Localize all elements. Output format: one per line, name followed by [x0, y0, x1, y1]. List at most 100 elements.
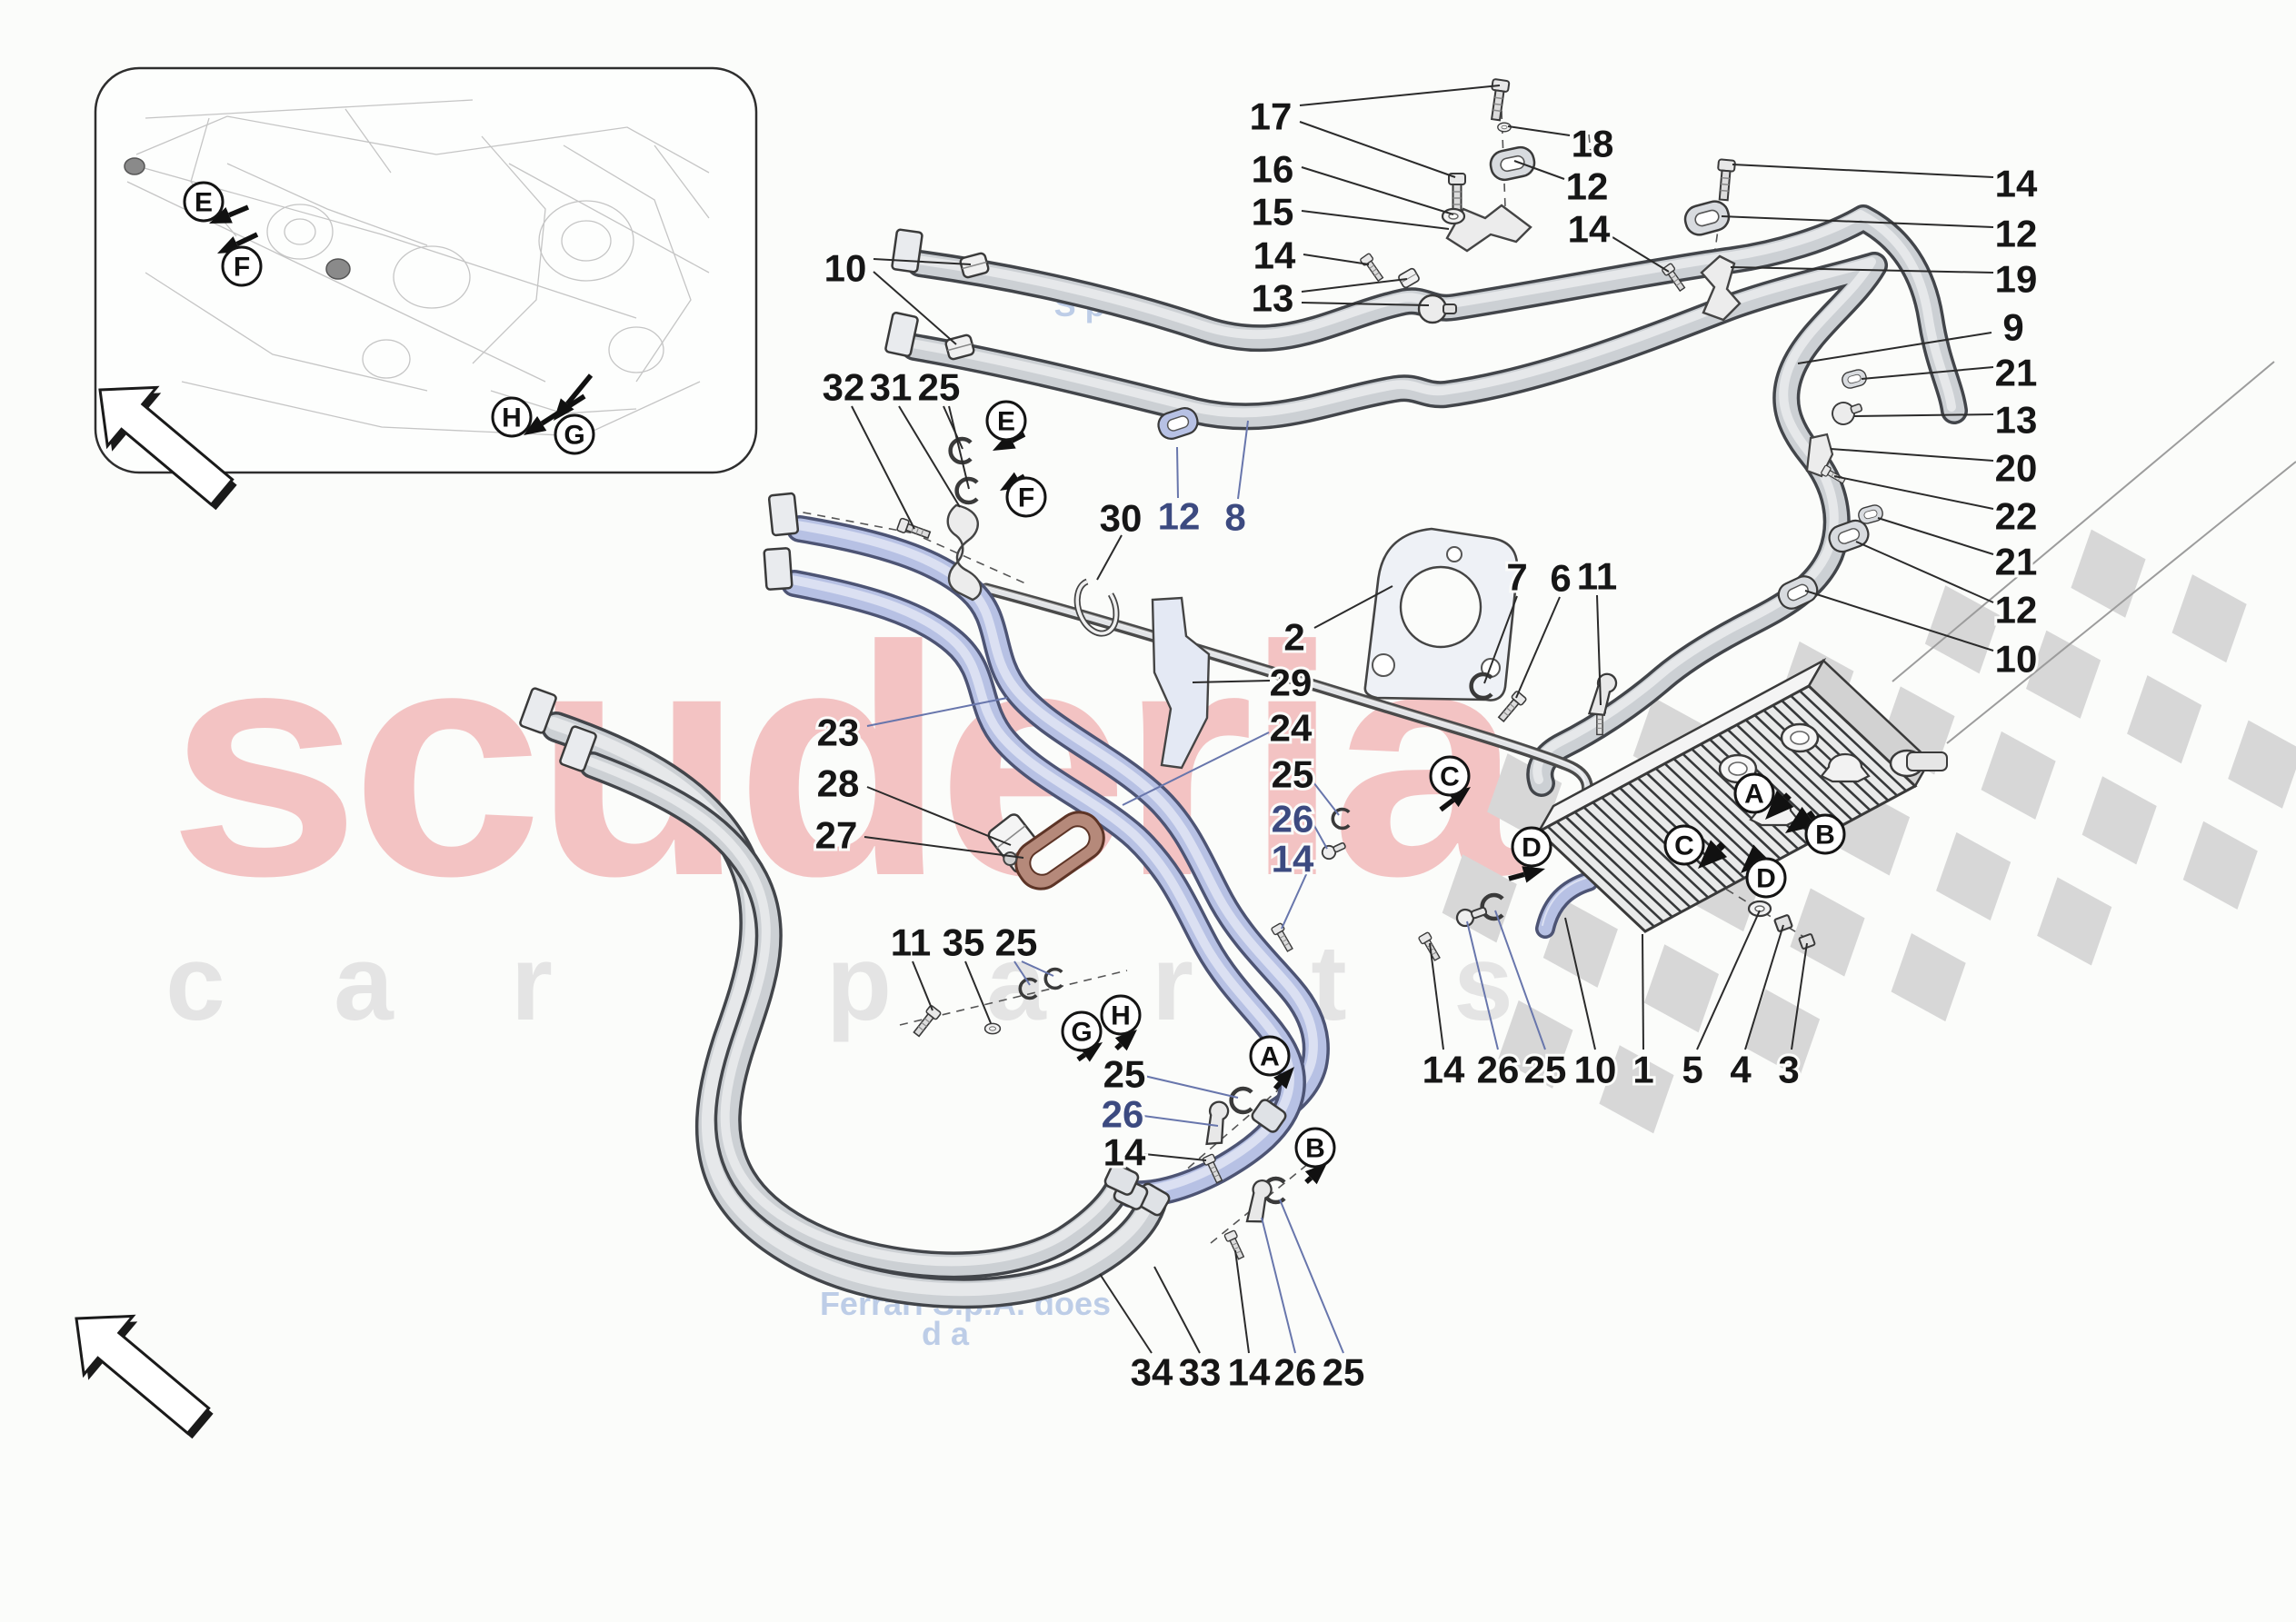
part-label-34[interactable]: 34	[1128, 1348, 1176, 1397]
part-label-27[interactable]: 27	[813, 811, 861, 860]
grommet	[1858, 504, 1883, 524]
part-label-9[interactable]: 9	[2000, 304, 2026, 352]
arrow-body	[75, 1314, 211, 1436]
cooler-fin	[1790, 694, 1899, 797]
part-label-1[interactable]: 1	[1630, 1046, 1656, 1094]
part-label-10[interactable]: 10	[1572, 1046, 1620, 1094]
bolt-thread	[1671, 274, 1677, 279]
leader-line	[1153, 1266, 1201, 1354]
leader-line	[1877, 517, 1994, 555]
part-label-31[interactable]: 31	[867, 363, 915, 412]
view-marker-letter: F	[1018, 483, 1034, 513]
view-marker-E: E	[985, 400, 1027, 451]
part-label-11[interactable]: 11	[888, 919, 933, 967]
part-label-33[interactable]: 33	[1176, 1348, 1224, 1397]
cooler-fin	[1564, 816, 1673, 918]
part-label-3[interactable]: 3	[1775, 1046, 1802, 1094]
cooler-fin	[1772, 704, 1881, 807]
part-label-25[interactable]: 25	[1269, 751, 1317, 799]
part-label-12[interactable]: 12	[1155, 493, 1203, 541]
part-label-21[interactable]: 21	[1992, 538, 2041, 586]
cooler-pipe-clamp	[1820, 752, 1871, 783]
view-arrow-shaft	[1076, 1052, 1086, 1062]
part-label-15[interactable]: 15	[1249, 188, 1297, 236]
sketch-line	[472, 135, 546, 364]
part-label-6[interactable]: 6	[1547, 554, 1573, 602]
part-label-25[interactable]: 25	[1101, 1050, 1149, 1099]
grommet-hole	[1166, 415, 1190, 432]
view-arrow-head	[1765, 790, 1794, 820]
part-label-18[interactable]: 18	[1569, 120, 1617, 168]
watermark-letter: r	[511, 923, 553, 1043]
view-arrow-head	[1698, 840, 1728, 869]
leader-line	[898, 405, 961, 508]
clamp-band	[1398, 267, 1420, 289]
part-label-7[interactable]: 7	[1503, 553, 1530, 602]
part-label-12[interactable]: 12	[1992, 586, 2041, 634]
part-label-14[interactable]: 14	[1565, 205, 1613, 254]
view-arrow-shaft	[1011, 432, 1026, 443]
part-label-29[interactable]: 29	[1267, 659, 1315, 707]
part-label-10[interactable]: 10	[822, 244, 870, 293]
support-handle-27	[1003, 811, 1105, 891]
oil-hose-lower	[901, 252, 1888, 797]
checker-cell	[2071, 529, 2146, 618]
part-label-25[interactable]: 25	[1320, 1348, 1368, 1397]
part-label-16[interactable]: 16	[1249, 145, 1297, 194]
view-marker-H: H	[1100, 994, 1142, 1051]
part-label-19[interactable]: 19	[1992, 255, 2041, 304]
part-label-13[interactable]: 13	[1992, 396, 2041, 444]
part-label-28[interactable]: 28	[814, 760, 863, 808]
view-marker-letter: E	[195, 188, 213, 218]
bolt-thread	[1492, 109, 1502, 113]
part-label-14[interactable]: 14	[1225, 1348, 1273, 1397]
part-label-26[interactable]: 26	[1474, 1046, 1522, 1094]
bolt-shaft	[1365, 260, 1384, 283]
part-label-14[interactable]: 14	[1992, 160, 2041, 208]
part-label-25[interactable]: 25	[1522, 1046, 1570, 1094]
part-label-22[interactable]: 22	[1992, 493, 2041, 541]
part-label-14[interactable]: 14	[1101, 1129, 1149, 1177]
cooler-fin	[1762, 709, 1872, 811]
part-label-8[interactable]: 8	[1222, 493, 1248, 542]
part-label-35[interactable]: 35	[940, 919, 988, 967]
inset-direction-arrow	[98, 385, 237, 511]
part-label-25[interactable]: 25	[915, 363, 963, 412]
nut-body	[1773, 914, 1793, 932]
bolt-thread	[1721, 183, 1730, 186]
part-label-2[interactable]: 2	[1281, 613, 1307, 662]
part-label-26[interactable]: 26	[1099, 1090, 1147, 1139]
watermark-letter: a	[986, 923, 1047, 1043]
part-label-11[interactable]: 11	[1574, 552, 1620, 601]
plate-hole	[1399, 565, 1482, 649]
view-marker-letter: F	[234, 253, 250, 283]
leader-line	[863, 836, 1024, 859]
part-label-5[interactable]: 5	[1679, 1046, 1705, 1094]
part-label-21[interactable]: 21	[1992, 349, 2041, 397]
bolt-thread	[1232, 1242, 1238, 1246]
part-label-24[interactable]: 24	[1267, 704, 1315, 752]
part-label-25[interactable]: 25	[993, 919, 1041, 967]
part-label-14[interactable]: 14	[1269, 835, 1317, 883]
part-label-10[interactable]: 10	[1992, 635, 2041, 683]
part-label-23[interactable]: 23	[814, 709, 863, 757]
part-label-17[interactable]: 17	[1247, 93, 1295, 141]
part-label-30[interactable]: 30	[1097, 494, 1145, 542]
part-label-14[interactable]: 14	[1420, 1046, 1468, 1094]
hose-flange	[519, 687, 557, 734]
part-label-20[interactable]: 20	[1992, 444, 2041, 493]
view-arrow-head	[1273, 1067, 1294, 1090]
part-label-12[interactable]: 12	[1992, 210, 2041, 258]
part-label-4[interactable]: 4	[1727, 1046, 1754, 1094]
view-marker-circle	[1804, 813, 1846, 855]
part-label-26[interactable]: 26	[1269, 795, 1317, 843]
part-label-13[interactable]: 13	[1249, 274, 1297, 323]
part-label-26[interactable]: 26	[1272, 1348, 1320, 1397]
part-label-12[interactable]: 12	[1563, 163, 1612, 211]
leader-line	[851, 405, 915, 530]
sketch-circle	[608, 326, 664, 373]
part-label-14[interactable]: 14	[1251, 232, 1299, 280]
part-label-32[interactable]: 32	[820, 363, 868, 412]
retaining-ring	[1469, 672, 1493, 701]
cooler-fin	[1654, 767, 1763, 870]
